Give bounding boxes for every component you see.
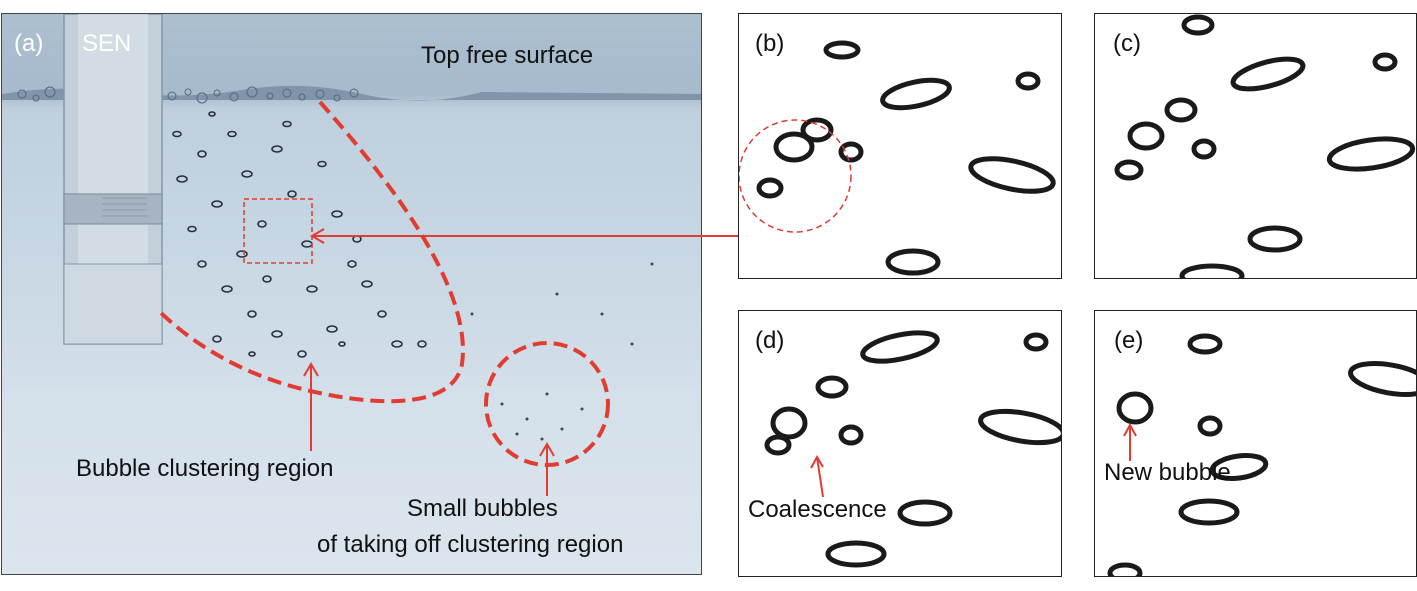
annotation-arrows-a [303,362,555,496]
bubble-outlines-b [756,40,1056,276]
panel-c-bubbles [1114,14,1416,278]
bubble-outlines-d [764,330,1061,568]
coalescence-label: Coalescence [748,496,887,523]
clustering-region-outline [155,100,465,404]
top-free-surface-label: Top free surface [421,42,594,69]
panel-a-label: (a) [14,30,44,57]
new-bubble-label: New bubble [1104,459,1231,486]
panel-d-label: (d) [755,327,785,354]
free-surface-line [2,85,701,101]
small-bubbles-label-line1: Small bubbles [407,495,558,522]
panel-b-bubbles [739,40,1056,276]
small-bubbles-dots [470,262,654,441]
panel-d-bubble-closeup: (d) Coalescence [738,310,1062,577]
small-bubbles-label-line2: of taking off clustering region [317,531,624,558]
zoom-box [243,198,313,264]
water-tank-scene [2,14,701,496]
sen-thread-lines [102,197,147,217]
panel-e-bubbles [1107,333,1416,576]
bubble-clustering-region-label: Bubble clustering region [76,455,334,482]
coalescence-arrow [810,454,824,498]
panel-c-bubble-closeup: (c) [1094,13,1417,279]
bubble-outlines-c [1114,14,1416,278]
cluster-circle-b [739,119,852,233]
sen-label: SEN [82,30,132,57]
panel-c-label: (c) [1113,30,1141,57]
panel-a-water-tank-photo: (a) SEN Top free surface Bubble clusteri… [1,13,702,575]
panel-e-bubble-closeup: (e) New bubble [1094,310,1417,577]
bubble-outlines-e [1107,333,1416,576]
panel-e-label: (e) [1114,327,1144,354]
sen-port [63,263,163,345]
panel-b-bubble-closeup: (b) [738,13,1062,279]
surface-foam [17,86,359,104]
panel-b-label: (b) [755,30,785,57]
new-bubble-arrow [1123,422,1137,461]
sen-thread [63,193,163,225]
panel-d-bubbles [764,330,1061,568]
cluster-bubbles [172,111,427,358]
